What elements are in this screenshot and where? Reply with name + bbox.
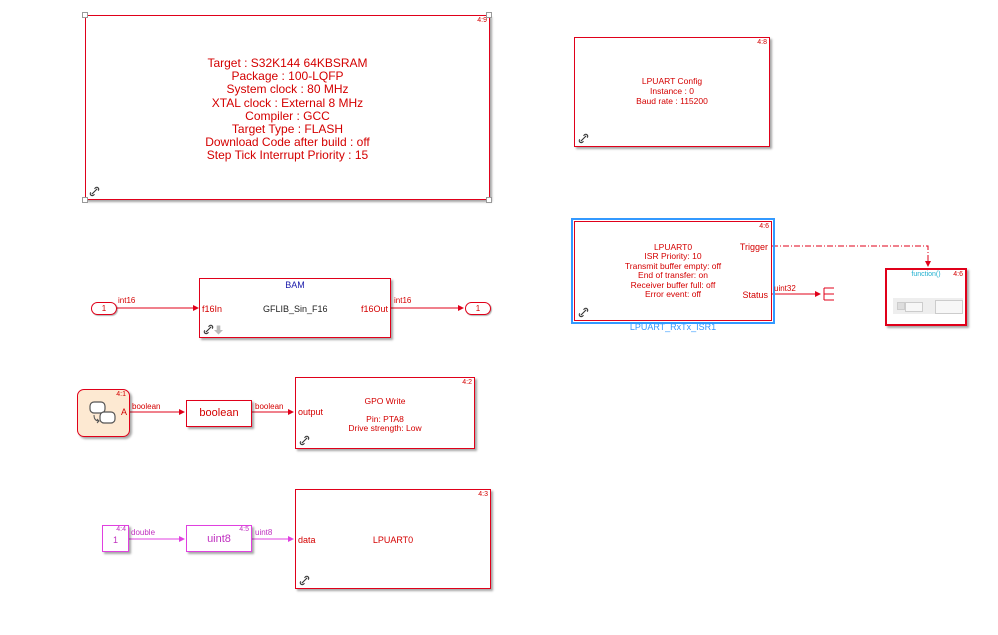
- config-compiler: Compiler : GCC: [245, 108, 330, 123]
- outport-1[interactable]: 1: [465, 302, 491, 315]
- block-tag: 4:5: [239, 526, 249, 533]
- bam-block[interactable]: BAM f16In GFLIB_Sin_F16 f16Out: [199, 278, 391, 338]
- lpuart-config-baud: Baud rate : 115200: [636, 96, 708, 106]
- link-icon: [578, 307, 589, 318]
- function-label: function(): [911, 271, 941, 278]
- boolean-label: boolean: [199, 407, 239, 419]
- lpuart-config-text: LPUART Config Instance : 0 Baud rate : 1…: [575, 76, 769, 106]
- selection-handle[interactable]: [82, 197, 88, 203]
- chart-out-port[interactable]: A: [120, 407, 127, 417]
- config-package: Package : 100-LQFP: [231, 69, 344, 84]
- uint8-convert-block[interactable]: 4:5 uint8: [186, 525, 252, 552]
- terminator-symbol: [823, 287, 834, 301]
- block-tag: 4:2: [462, 379, 472, 386]
- config-download-code: Download Code after build : off: [205, 135, 370, 150]
- isr-instance: LPUART0: [653, 242, 693, 252]
- gpo-write-block[interactable]: 4:2 GPO Write Pin: PTA8 Drive strength: …: [295, 377, 475, 449]
- chart-icon: [89, 401, 116, 424]
- constant-value: 1: [113, 535, 119, 545]
- link-icon: [299, 575, 310, 586]
- block-tag: 4:6: [759, 223, 769, 230]
- config-step-tick: Step Tick Interrupt Priority : 15: [206, 148, 369, 163]
- chart-out-signal: boolean: [132, 402, 161, 411]
- lpuart-tx-label: LPUART0: [372, 535, 414, 545]
- lpuart-config-block[interactable]: 4:8 LPUART Config Instance : 0 Baud rate…: [574, 37, 770, 147]
- bam-in-port[interactable]: f16In: [202, 304, 223, 314]
- target-config-block[interactable]: 4:9 Target : S32K144 64KBSRAM Package : …: [85, 15, 490, 200]
- isr-priority: ISR Priority: 10: [644, 251, 702, 262]
- function-preview: [893, 298, 963, 314]
- selection-handle[interactable]: [486, 197, 492, 203]
- isr-selection-outline: [571, 218, 775, 324]
- link-icon: [203, 324, 214, 335]
- bam-out-signal: int16: [394, 296, 412, 305]
- function-call-subsystem[interactable]: 4:6 function(): [885, 268, 967, 326]
- selection-handle[interactable]: [82, 12, 88, 18]
- selection-handle[interactable]: [486, 12, 492, 18]
- bam-in-signal: int16: [118, 296, 136, 305]
- config-target-type: Target Type : FLASH: [231, 122, 344, 137]
- isr-block-name[interactable]: LPUART_RxTx_ISR1: [629, 322, 717, 332]
- status-port[interactable]: Status: [742, 290, 768, 300]
- block-tag: 4:4: [116, 526, 126, 533]
- isr-rx-full: Receiver buffer full: off: [630, 279, 716, 290]
- lpuart-config-instance: Instance : 0: [650, 86, 694, 96]
- block-tag: 4:8: [757, 39, 767, 46]
- bam-function: GFLIB_Sin_F16: [263, 304, 328, 314]
- lpuart-config-title: LPUART Config: [641, 76, 703, 86]
- config-target: Target : S32K144 64KBSRAM: [207, 56, 368, 70]
- status-signal-label: uint32: [774, 284, 796, 293]
- block-tag: 4:1: [116, 391, 126, 398]
- boolean-convert-block[interactable]: boolean: [186, 400, 252, 427]
- lpuart-tx-in-port[interactable]: data: [298, 535, 316, 545]
- constant-out-signal: double: [131, 528, 156, 537]
- link-icon: [578, 133, 589, 144]
- isr-error-event: Error event: off: [644, 289, 702, 300]
- config-system-clock: System clock : 80 MHz: [226, 82, 349, 97]
- gpo-title: GPO Write: [364, 396, 406, 406]
- config-xtal-clock: XTAL clock : External 8 MHz: [211, 95, 364, 110]
- link-icon: [299, 435, 310, 446]
- lpuart-isr-block[interactable]: 4:6 LPUART0 ISR Priority: 10 Transmit bu…: [574, 221, 772, 321]
- isr-tx-empty: Transmit buffer empty: off: [624, 260, 722, 271]
- wire-trigger-function: [772, 245, 931, 267]
- inport-1[interactable]: 1: [91, 302, 117, 315]
- block-tag: 4:6: [953, 271, 963, 278]
- gpo-drive: Drive strength: Low: [348, 423, 422, 433]
- link-icon: [89, 186, 100, 197]
- uint8-out-signal: uint8: [255, 528, 273, 537]
- isr-end-transfer: End of transfer: on: [638, 270, 708, 281]
- isr-text: LPUART0 ISR Priority: 10 Transmit buffer…: [575, 242, 771, 300]
- bam-title: BAM: [285, 280, 305, 290]
- constant-block[interactable]: 4:4 1: [102, 525, 129, 552]
- gpo-in-port[interactable]: output: [298, 407, 324, 417]
- gpo-pin: Pin: PTA8: [366, 414, 404, 424]
- down-arrow-icon: [214, 325, 223, 335]
- stateflow-chart-block[interactable]: 4:1 A: [77, 389, 130, 437]
- lpuart-transmit-block[interactable]: 4:3 LPUART0 data: [295, 489, 491, 589]
- uint8-label: uint8: [207, 533, 231, 545]
- bam-out-port[interactable]: f16Out: [360, 304, 388, 314]
- block-tag: 4:9: [477, 17, 487, 24]
- config-text: Target : S32K144 64KBSRAM Package : 100-…: [86, 56, 489, 163]
- block-tag: 4:3: [478, 491, 488, 498]
- boolean-out-signal: boolean: [255, 402, 284, 411]
- trigger-port[interactable]: Trigger: [739, 242, 768, 252]
